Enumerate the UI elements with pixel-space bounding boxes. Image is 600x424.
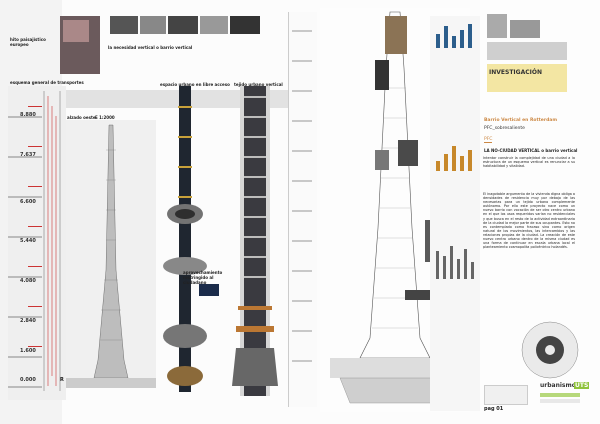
building-thumb-2 <box>510 20 540 38</box>
level-1: 7.637 <box>20 152 36 158</box>
render-photo-4 <box>398 140 418 166</box>
middle-band <box>66 90 288 108</box>
render-photo-2 <box>375 60 389 90</box>
level-5: 2.840 <box>20 318 36 324</box>
footer-tab-green <box>540 393 580 397</box>
level-4: 4.080 <box>20 278 36 284</box>
tower-section-main <box>232 86 278 396</box>
thumb-1 <box>110 16 138 34</box>
paragraph-2: El inagotable argumento de la vivienda d… <box>483 192 575 250</box>
project-tag: PFC <box>484 137 493 143</box>
label-alzado: alzado oeste <box>67 115 96 120</box>
level-2: 6.600 <box>20 199 36 205</box>
reuse-photo <box>199 284 219 296</box>
investigacion-label: INVESTIGACIÓN <box>489 69 542 76</box>
floor-key <box>292 30 312 362</box>
heading-vertical-city: la necesidad vertical o barrio vertical <box>108 45 193 50</box>
thumb-5 <box>230 16 260 34</box>
category-code: UTS <box>574 382 590 389</box>
heading-urban-space: espacio urbano en libre acceso <box>160 82 230 87</box>
building-thumb-3 <box>487 42 567 60</box>
circular-plan <box>521 321 579 379</box>
level-7: 0.000 <box>20 377 36 383</box>
render-photo-1 <box>385 16 407 54</box>
transport-diagram <box>8 86 66 400</box>
level-0: 8.880 <box>20 112 36 118</box>
legend-box <box>484 385 528 405</box>
landscape-photo-2 <box>63 20 89 42</box>
floor-key-column <box>288 12 317 407</box>
thumb-3 <box>168 16 198 34</box>
subheading: LA NO-CIUDAD VERTICAL o barrio vertical <box>484 148 578 153</box>
charts-column-graphics <box>436 24 474 279</box>
paragraph-1: Intentar construir la complejidad de una… <box>483 156 575 169</box>
thumb-4 <box>200 16 228 34</box>
project-title: Barrio Vertical en Rotterdam <box>484 118 558 123</box>
investigacion-band <box>487 64 567 92</box>
tower-elevation <box>66 120 156 388</box>
thumb-2 <box>140 16 166 34</box>
left-title: hito paisajístico europeo <box>10 37 46 47</box>
footer-tab-light <box>540 399 580 403</box>
label-scale: E 1:2000 <box>95 115 115 120</box>
heading-reuse: aprovechamiento restringido al ciudadano <box>183 270 223 285</box>
project-subtitle: PFC_sobresaliente <box>484 126 525 131</box>
bottom-marker: R <box>60 377 64 383</box>
render-photo-3 <box>375 150 389 170</box>
level-6: 1.600 <box>20 348 36 354</box>
tower-section-dark <box>163 86 207 392</box>
heading-urban-tower: tejido urbano vertical <box>234 82 283 87</box>
charts-column <box>430 16 482 411</box>
render-photo-6 <box>405 290 437 300</box>
building-thumb-1 <box>487 14 507 38</box>
category-label: urbanismo <box>540 382 576 389</box>
level-3: 5.440 <box>20 238 36 244</box>
transport-heading: esquema general de transportes <box>10 80 84 85</box>
page-label: pag 01 <box>484 406 504 412</box>
